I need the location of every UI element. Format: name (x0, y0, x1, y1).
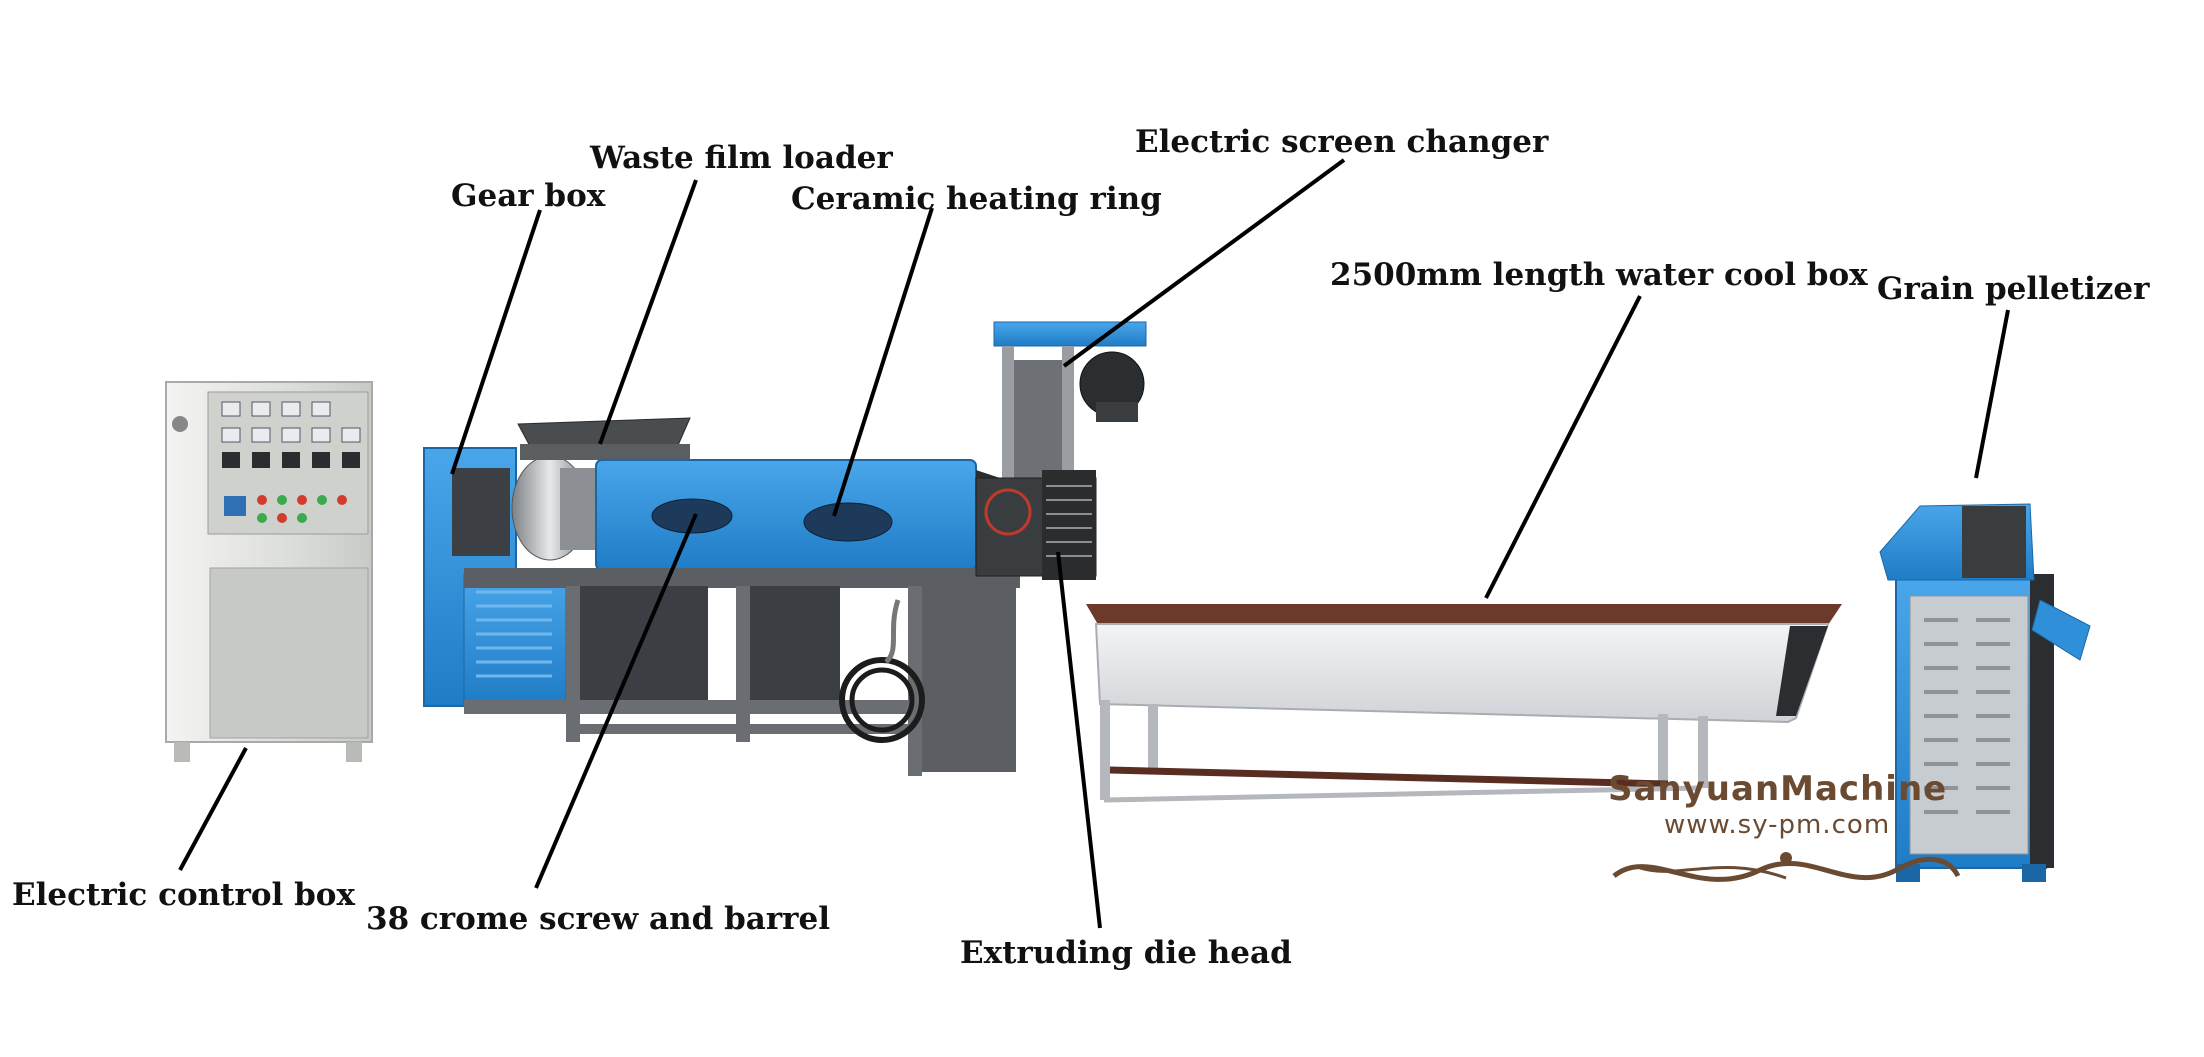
label-water-cool-box: 2500mm length water cool box (1330, 257, 1868, 293)
label-ceramic-heating-ring: Ceramic heating ring (791, 181, 1162, 217)
watermark-ornament (1612, 852, 1961, 882)
leader-lines (178, 158, 2010, 929)
leader-line-screw-and-barrel (534, 513, 698, 889)
leader-line-grain-pelletizer (1974, 309, 2010, 479)
label-extruding-die-head: Extruding die head (960, 935, 1292, 971)
leader-line-gear-box (450, 209, 542, 475)
label-grain-pelletizer: Grain pelletizer (1877, 271, 2150, 307)
screen-changer-assembly (975, 321, 1147, 580)
leader-line-electric-control-box (178, 747, 248, 871)
label-screw-and-barrel: 38 crome screw and barrel (366, 901, 831, 937)
watermark-url: www.sy-pm.com (1664, 810, 1891, 840)
leader-line-ceramic-heating-ring (832, 207, 934, 517)
extruder-machine (423, 417, 1020, 776)
water-cool-box (1086, 604, 1842, 803)
label-gear-box: Gear box (451, 178, 606, 214)
leader-line-extruding-die-head (1056, 551, 1102, 929)
watermark-brand: SanyuanMachine (1608, 769, 1948, 809)
leader-line-waste-film-loader (598, 179, 698, 445)
electric-control-box (165, 381, 373, 762)
grain-pelletizer-machine (1879, 503, 2091, 882)
leader-line-water-cool-box (1484, 295, 1642, 599)
label-waste-film-loader: Waste film loader (590, 140, 893, 176)
label-electric-screen-changer: Electric screen changer (1135, 124, 1549, 160)
label-electric-control-box: Electric control box (12, 877, 355, 913)
leader-line-electric-screen-changer (1062, 158, 1346, 368)
